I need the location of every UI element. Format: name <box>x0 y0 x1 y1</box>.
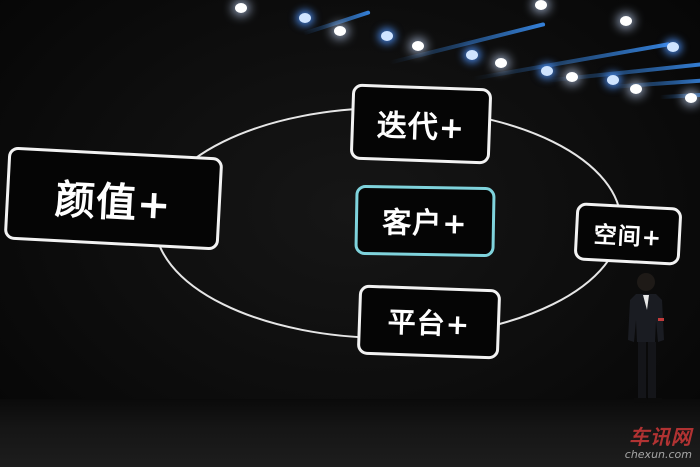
spotlight <box>381 31 393 41</box>
watermark-site: chexun.com <box>624 448 692 461</box>
spotlight <box>630 84 642 94</box>
spotlight <box>412 41 424 51</box>
spotlight <box>685 93 697 103</box>
pill-platform: 平台+ <box>356 284 502 360</box>
pill-iteration-label: 迭代+ <box>376 108 466 147</box>
spotlight <box>466 50 478 60</box>
spotlight <box>667 42 679 52</box>
pill-looks: 颜值+ <box>3 146 224 251</box>
pill-space-label: 空间+ <box>593 222 663 252</box>
spotlight <box>535 0 547 10</box>
spotlight <box>334 26 346 36</box>
pill-iteration: 迭代+ <box>349 83 493 165</box>
spotlight <box>541 66 553 76</box>
spotlight <box>620 16 632 26</box>
stage-floor <box>0 399 700 467</box>
spotlight <box>299 13 311 23</box>
watermark: 车讯网 chexun.com <box>625 421 692 461</box>
spotlight <box>607 75 619 85</box>
pill-customer-label: 客户+ <box>382 205 468 241</box>
watermark-brand: 车讯网 <box>629 425 692 449</box>
pill-platform-label: 平台+ <box>387 305 471 342</box>
speaker-figure <box>628 273 664 403</box>
pill-customer: 客户+ <box>354 184 496 258</box>
pill-looks-label: 颜值+ <box>53 176 173 229</box>
spotlight <box>566 72 578 82</box>
spotlight <box>495 58 507 68</box>
spotlight <box>235 3 247 13</box>
pill-space: 空间+ <box>573 202 683 266</box>
